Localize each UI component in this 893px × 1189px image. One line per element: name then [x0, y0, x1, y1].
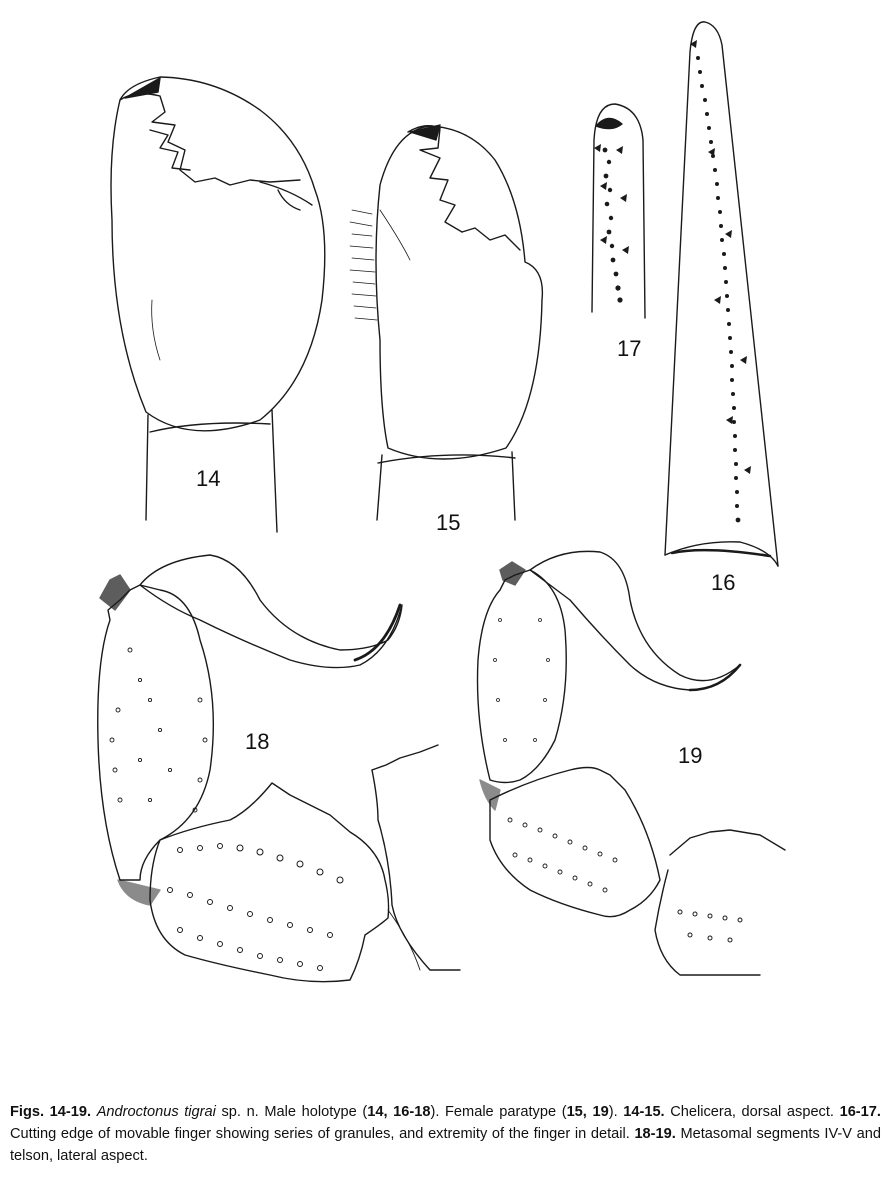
movable-finger-drawing — [664, 21, 779, 567]
chelicera-male-drawing — [110, 76, 326, 533]
caption-chelicera-text: Chelicera, dorsal aspect. — [664, 1104, 840, 1120]
fig-16-label: 16 — [711, 570, 736, 595]
caption-metasoma-text: Metasomal segments IV-V and telson, late… — [10, 1126, 881, 1164]
finger-extremity-drawing — [591, 103, 646, 319]
metasoma-female-drawing — [476, 550, 786, 976]
caption-figs-label: Figs. 14-19. — [10, 1104, 92, 1120]
caption-paratype-figs: 15, 19 — [566, 1104, 609, 1120]
caption-species: Androctonus tigrai — [96, 1104, 216, 1120]
fig-14-label: 14 — [196, 466, 221, 491]
caption-part3: ). — [608, 1104, 624, 1120]
figure-caption: Figs. 14-19. Androctonus tigrai sp. n. M… — [10, 1101, 881, 1167]
caption-chelicera-figs: 14-15. — [623, 1104, 665, 1120]
caption-metasoma-figs: 18-19. — [634, 1126, 676, 1142]
metasoma-male-drawing — [97, 554, 461, 983]
caption-finger-figs: 16-17. — [839, 1104, 881, 1120]
fig-15-label: 15 — [436, 510, 461, 535]
caption-part2: ). Female paratype ( — [430, 1104, 567, 1120]
chelicera-female-drawing — [349, 124, 544, 521]
caption-holotype-figs: 14, 16-18 — [367, 1104, 431, 1120]
fig-18-label: 18 — [245, 729, 270, 754]
fig-19-label: 19 — [678, 743, 703, 768]
fig-17-label: 17 — [617, 336, 642, 361]
figure-plate — [97, 21, 786, 983]
caption-part1: sp. n. Male holotype ( — [215, 1104, 368, 1120]
caption-finger-text: Cutting edge of movable finger showing s… — [10, 1126, 635, 1142]
